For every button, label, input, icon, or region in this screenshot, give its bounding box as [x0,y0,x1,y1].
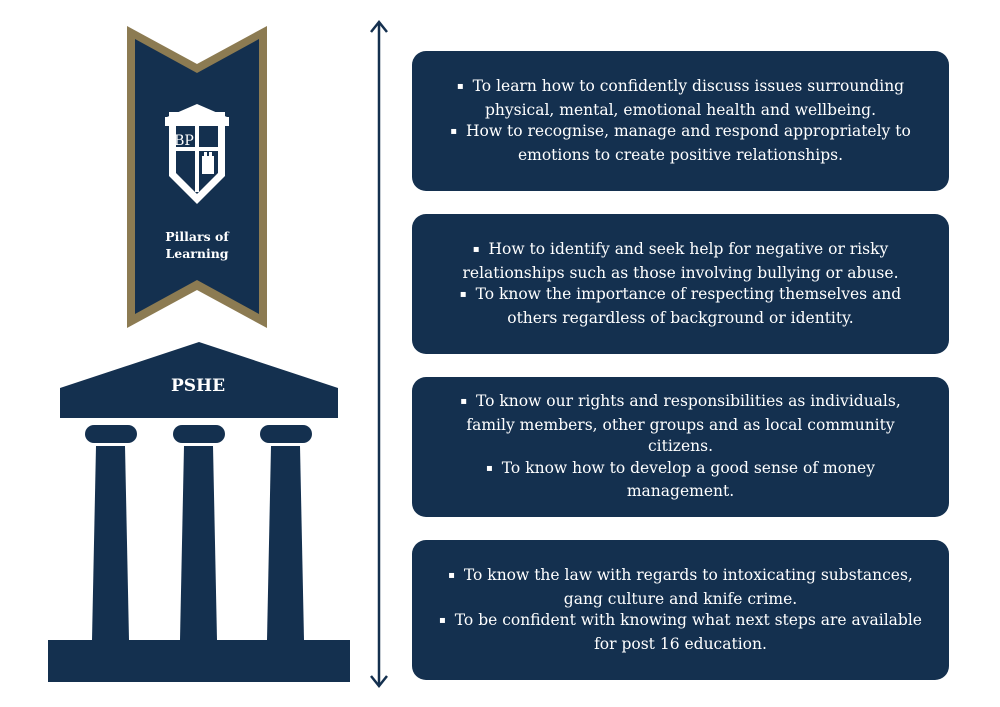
card-1-item-1-text: To learn how to confidently discuss issu… [472,77,905,119]
banner-title: Pillars of Learning [127,228,267,262]
objective-card-2: ▪How to identify and seek help for negat… [412,214,949,354]
temple-label: PSHE [170,376,226,396]
bullet-icon: ▪ [486,462,493,474]
bullet-icon: ▪ [450,126,457,137]
school-crest-icon: BP [165,104,229,204]
card-3-item-2-text: To know how to develop a good sense of m… [501,458,875,501]
card-1-item-1: ▪ To learn how to confidently discuss iss… [434,76,927,121]
temple-pillars-icon [48,342,350,682]
card-3-item-1-text: To know our rights and responsibilities … [466,392,901,456]
bullet-icon: ▪ [472,244,480,255]
objective-card-4: ▪ To know the law with regards to intoxic… [412,540,949,680]
bullet-icon: ▪ [459,289,467,300]
card-4-item-2-text: To be confident with knowing what next s… [454,611,922,653]
card-2-item-2: ▪ To know the importance of respecting th… [434,284,927,329]
objective-card-3: ▪To know our rights and responsibilities… [412,377,949,517]
card-4-item-1-text: To know the law with regards to intoxica… [463,566,913,608]
card-3-item-2: ▪ To know how to develop a good sense of … [434,458,927,503]
card-2-item-2-text: To know the importance of respecting the… [475,285,902,327]
objective-card-1: ▪ To learn how to confidently discuss iss… [412,51,949,191]
bullet-icon: ▪ [439,615,446,626]
banner-title-line-2: Learning [165,246,229,261]
pillars-of-learning-banner: BP [127,26,267,328]
card-4-item-2: ▪ To be confident with knowing what next … [434,610,927,655]
banner-title-line-1: Pillars of [165,229,229,244]
card-4-item-1: ▪ To know the law with regards to intoxic… [434,565,927,610]
crest-monogram: BP [174,133,194,149]
card-1-item-2: ▪ How to recognise, manage and respond ap… [434,121,927,166]
bullet-icon: ▪ [448,570,455,581]
card-3-item-1: ▪To know our rights and responsibilities… [434,391,927,458]
card-2-item-1: ▪How to identify and seek help for negat… [434,239,927,284]
bullet-icon: ▪ [460,396,467,408]
double-arrow-vertical-icon [370,19,388,689]
bullet-icon: ▪ [456,81,464,92]
card-2-item-1-text: How to identify and seek help for negati… [462,240,899,282]
card-1-item-2-text: How to recognise, manage and respond app… [465,122,911,164]
